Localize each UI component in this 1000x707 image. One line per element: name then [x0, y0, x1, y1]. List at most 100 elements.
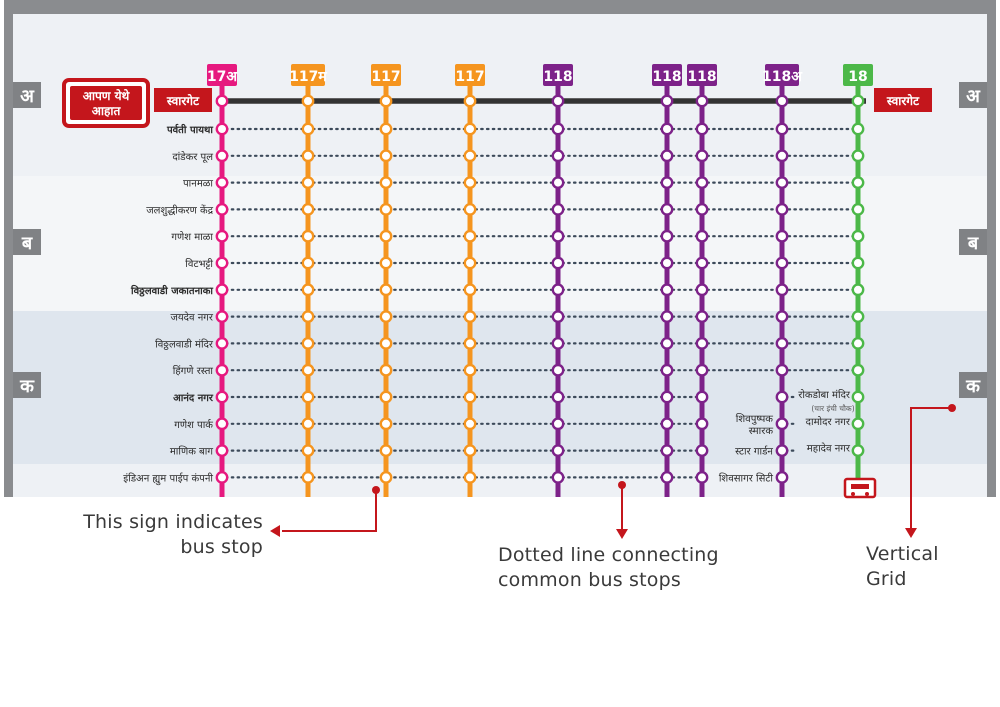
bus-stop-marker	[463, 310, 477, 323]
bus-stop-marker	[775, 94, 789, 108]
bus-stop-marker	[463, 94, 477, 108]
zone-marker-left: अ	[13, 82, 41, 108]
bus-stop-marker	[379, 283, 393, 297]
bus-stop-marker	[379, 417, 393, 431]
bus-stop-marker	[215, 256, 229, 270]
bus-stop-marker	[851, 256, 865, 270]
bus-stop-marker	[379, 94, 393, 108]
bus-stop-marker	[379, 149, 393, 163]
bus-stop-marker	[660, 390, 674, 404]
bus-stop-marker	[660, 310, 674, 323]
bus-stop-marker	[463, 470, 477, 484]
route-tag-label: 17अ	[207, 69, 238, 85]
bus-stop-marker	[851, 229, 865, 243]
bus-stop-marker	[851, 336, 865, 350]
bus-stop-marker	[301, 176, 315, 190]
you-are-here-label: आपण येथे	[83, 89, 131, 103]
stop-label: माणिक बाग	[170, 446, 214, 458]
bus-stop-marker	[660, 229, 674, 243]
zone-marker-right: क	[959, 372, 987, 398]
you-are-here-label: आहात	[92, 104, 122, 118]
bus-stop-marker	[463, 336, 477, 350]
bus-stop-marker	[301, 310, 315, 323]
bus-stop-marker	[551, 229, 565, 243]
bus-stop-marker	[660, 202, 674, 216]
bus-stop-marker	[301, 363, 315, 377]
route-tag-label: 118	[687, 69, 716, 85]
branch-stop-label: शिवपुष्पक	[736, 413, 774, 425]
bus-stop-marker	[379, 470, 393, 484]
bus-stop-marker	[660, 256, 674, 270]
frame-left	[4, 0, 13, 497]
bus-stop-marker	[775, 417, 789, 431]
bus-stop-marker	[301, 470, 315, 484]
annotation-leader-line	[910, 407, 952, 528]
bus-stop-marker	[379, 256, 393, 270]
stop-label: विटभट्टी	[185, 258, 213, 270]
route-tag-label: 118	[543, 69, 572, 85]
bus-stop-marker	[551, 202, 565, 216]
annotation-vertical-grid: Vertical Grid	[866, 542, 939, 592]
bus-stop-marker	[851, 149, 865, 163]
bus-stop-marker	[695, 336, 709, 350]
bus-stop-marker	[551, 176, 565, 190]
bus-stop-marker	[695, 310, 709, 323]
bus-stop-marker	[851, 202, 865, 216]
bus-stop-marker	[695, 202, 709, 216]
frame-right	[987, 0, 996, 497]
bus-stop-marker	[463, 176, 477, 190]
bus-stop-marker	[215, 283, 229, 297]
bus-stop-marker	[551, 336, 565, 350]
bus-stop-marker	[660, 283, 674, 297]
bus-stop-marker	[851, 444, 865, 457]
stop-labels: पर्वती पायथादांडेकर पूलपानमळाजलशुद्धीकरण…	[123, 123, 854, 486]
bus-icon-wheel	[865, 492, 869, 496]
annotation-bus-stop-line-2: bus stop	[180, 536, 263, 558]
bus-stop-marker	[695, 390, 709, 404]
terminus-box-right	[874, 88, 932, 112]
terminus-box-left	[154, 88, 212, 112]
bus-icon-window	[851, 484, 869, 489]
zone-box-left	[13, 229, 41, 255]
route-tag-label: 117	[455, 69, 484, 85]
bus-stop-marker	[463, 444, 477, 457]
bus-stop-marker	[301, 122, 315, 136]
bus-stop-marker	[851, 94, 865, 108]
you-are-here-inner	[70, 86, 142, 120]
stop-label: इंडिअन ह्युम पाईप कंपनी	[123, 472, 213, 485]
zone-label-right: क	[965, 376, 981, 397]
bus-stop-marker	[775, 122, 789, 136]
bus-stop-marker	[463, 256, 477, 270]
bus-stop-marker	[379, 229, 393, 243]
route-tag	[207, 64, 237, 86]
bus-stop-marker	[301, 417, 315, 431]
bus-stop-marker	[851, 310, 865, 323]
stop-label: गणेश माळा	[171, 231, 213, 243]
frame-top	[4, 0, 996, 14]
route-tag	[652, 64, 682, 86]
bus-stop-marker	[775, 470, 789, 484]
zone-label-right: ब	[967, 233, 979, 254]
annotation-bus-stop-line-1: This sign indicates	[83, 511, 263, 533]
bus-stop-icon	[843, 477, 877, 499]
annotation-leader-line	[282, 490, 377, 532]
bus-stop-marker	[775, 229, 789, 243]
annotation-arrowhead	[905, 528, 917, 538]
bus-stop-marker	[379, 390, 393, 404]
bus-stop-marker	[660, 363, 674, 377]
route-tag	[455, 64, 485, 86]
zone-label-right: अ	[966, 86, 981, 107]
bus-stop-marker	[695, 229, 709, 243]
bus-stop-marker	[301, 94, 315, 108]
stop-label: जलशुद्धीकरण केंद्र	[146, 204, 213, 216]
bus-stop-marker	[301, 283, 315, 297]
bus-stop-marker	[695, 149, 709, 163]
bus-stop-marker	[551, 122, 565, 136]
bus-stop-marker	[851, 176, 865, 190]
annotation-bus-stop: This sign indicates bus stop	[67, 510, 263, 560]
bus-stop-marker	[851, 417, 865, 431]
branch-stop-label: रोकडोबा मंदिर	[798, 389, 851, 401]
bus-stop-marker	[660, 470, 674, 484]
bus-stop-marker	[215, 390, 229, 404]
